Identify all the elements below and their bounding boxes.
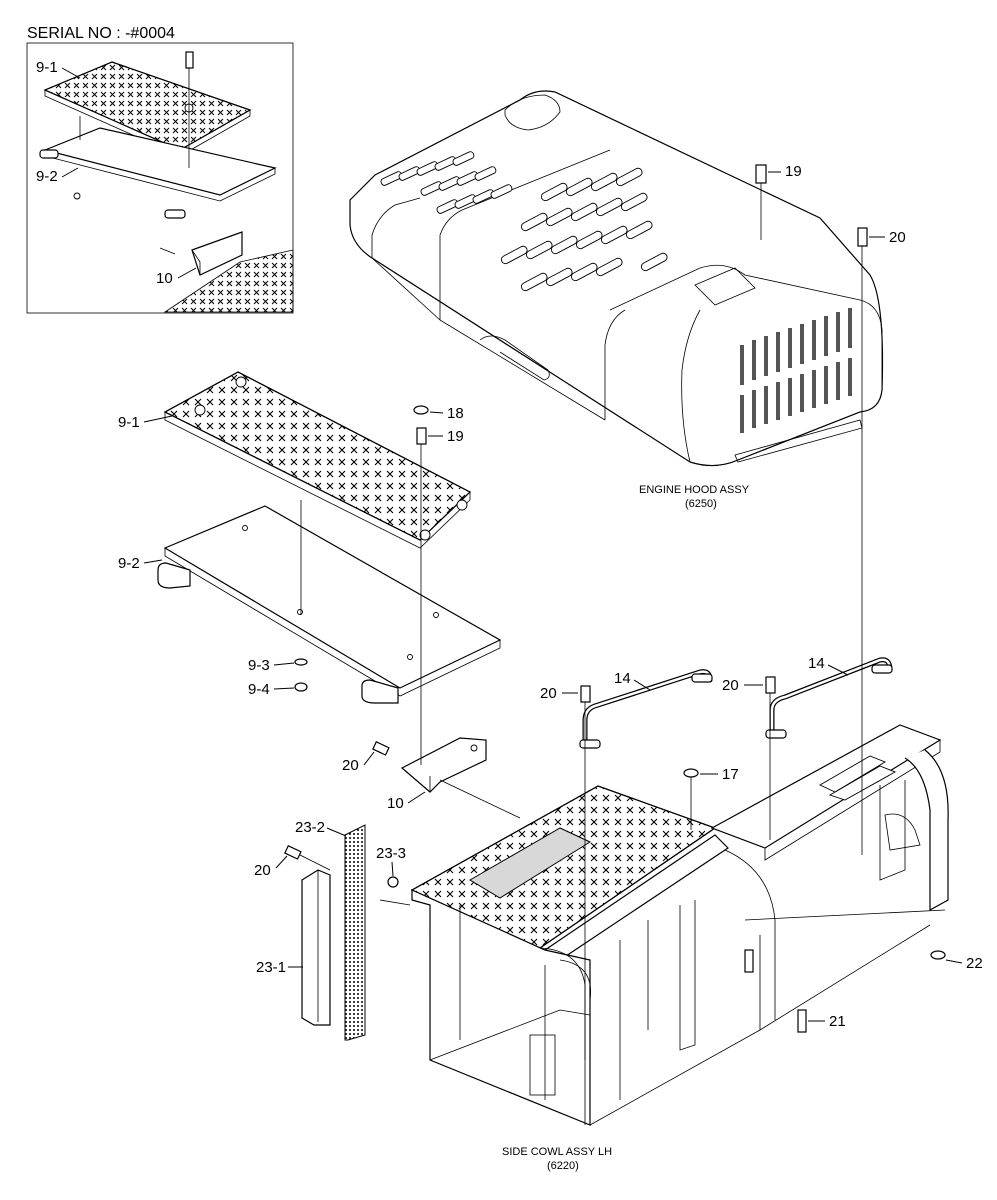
cover-panel <box>301 824 366 1041</box>
callout-23-1: 23-1 <box>256 959 286 976</box>
callout-18: 18 <box>447 405 464 422</box>
callout-23-2: 23-2 <box>295 819 325 836</box>
serial-number: SERIAL NO : -#0004 <box>27 25 175 42</box>
handle-right <box>765 657 893 739</box>
callout-14-left: 14 <box>614 670 631 687</box>
side-cowl-code: (6220) <box>547 1160 579 1172</box>
callout-9-4: 9-4 <box>248 681 270 698</box>
callout-14-right: 14 <box>808 655 825 672</box>
callout-17: 17 <box>722 766 739 783</box>
callout-20-bracket: 20 <box>342 757 359 774</box>
inset-callout-10: 10 <box>156 270 173 287</box>
callout-20-panel: 20 <box>254 862 271 879</box>
inset-callout-9-1: 9-1 <box>36 59 58 76</box>
callout-22: 22 <box>966 955 983 972</box>
bracket <box>400 737 487 793</box>
callout-23-3: 23-3 <box>376 845 406 862</box>
callout-20-right-handle: 20 <box>722 677 739 694</box>
serial-inset-frame <box>26 42 294 314</box>
callout-9-1: 9-1 <box>118 414 140 431</box>
inset-callout-9-2: 9-2 <box>36 168 58 185</box>
callout-10: 10 <box>387 795 404 812</box>
support-plate <box>157 505 502 704</box>
fasteners <box>284 164 946 1060</box>
handle-left <box>579 669 713 749</box>
perforated-plate <box>163 371 472 549</box>
engine-hood-label: ENGINE HOOD ASSY <box>639 484 750 496</box>
callout-20-hood: 20 <box>889 229 906 246</box>
engine-hood-code: (6250) <box>685 498 717 510</box>
side-cowl <box>410 724 949 1126</box>
side-cowl-label: SIDE COWL ASSY LH <box>502 1146 612 1158</box>
callout-19-upper: 19 <box>785 163 802 180</box>
callout-19-lower: 19 <box>447 428 464 445</box>
callout-9-2: 9-2 <box>118 555 140 572</box>
callout-9-3: 9-3 <box>248 657 270 674</box>
callout-20-left-handle: 20 <box>540 685 557 702</box>
engine-hood <box>349 90 884 467</box>
inset-parts <box>39 51 294 313</box>
callout-21: 21 <box>829 1013 846 1030</box>
